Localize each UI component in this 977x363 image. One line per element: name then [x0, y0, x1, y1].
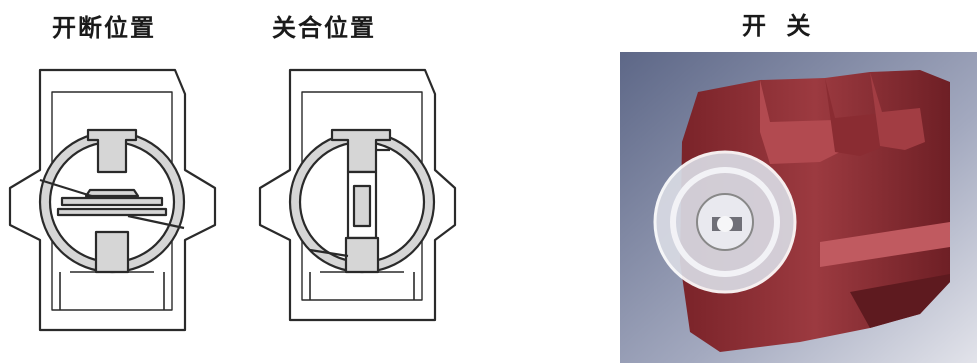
upper-terminal: [86, 128, 138, 174]
lower-terminal: [344, 236, 380, 274]
moving-contact: [84, 188, 140, 198]
switch-photo: [620, 52, 977, 363]
contact-core: [352, 184, 372, 228]
housing-outline: [8, 68, 217, 332]
lower-terminal: [94, 230, 130, 274]
caption-closed-position: 关合位置: [272, 13, 376, 42]
contact-bar-upper: [60, 196, 164, 207]
housing-outline: [258, 68, 457, 322]
caption-switch-photo: 开 关: [742, 11, 817, 40]
caption-open-position: 开断位置: [52, 13, 156, 42]
transparent-end-cover: [653, 150, 797, 294]
contact-bar-lower: [56, 207, 168, 217]
closed-position-diagram: [258, 68, 457, 322]
open-position-diagram: [8, 68, 217, 332]
